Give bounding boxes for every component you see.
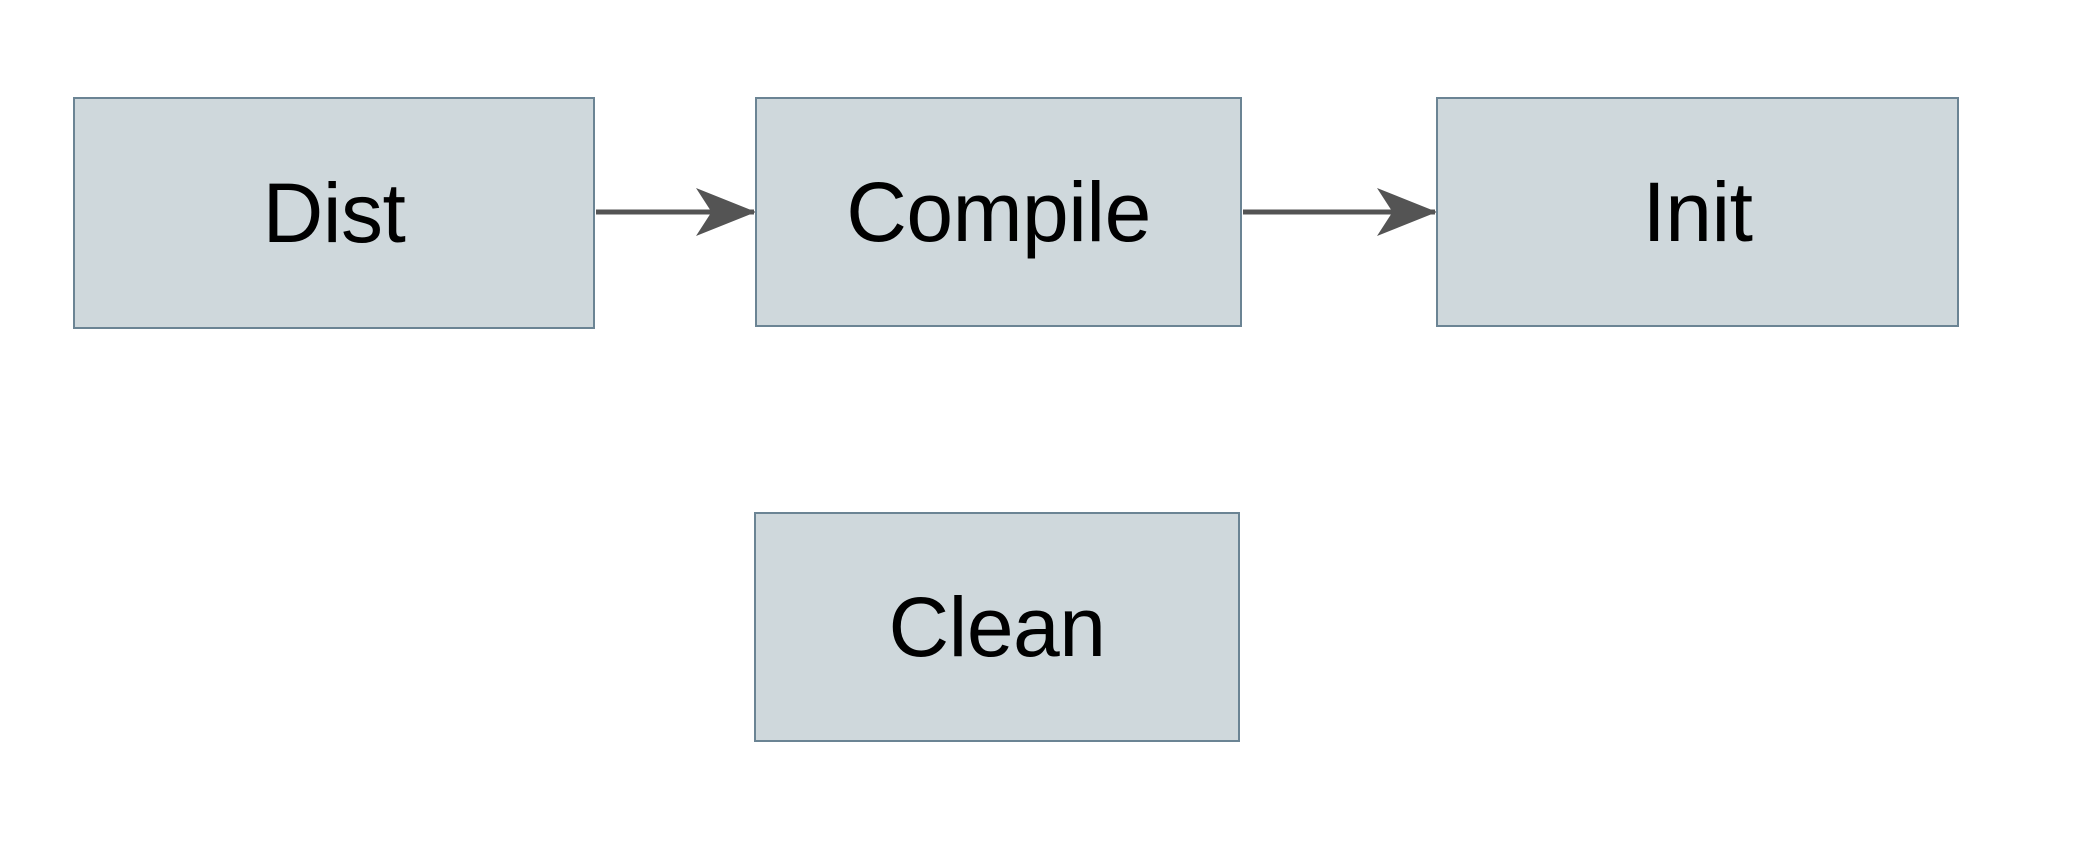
node-compile-label: Compile: [846, 165, 1151, 259]
node-dist-label: Dist: [262, 166, 406, 260]
node-clean-label: Clean: [888, 580, 1106, 674]
node-clean[interactable]: Clean: [754, 512, 1240, 742]
node-init-label: Init: [1642, 165, 1753, 259]
node-dist[interactable]: Dist: [73, 97, 595, 329]
node-init[interactable]: Init: [1436, 97, 1959, 327]
node-compile[interactable]: Compile: [755, 97, 1242, 327]
